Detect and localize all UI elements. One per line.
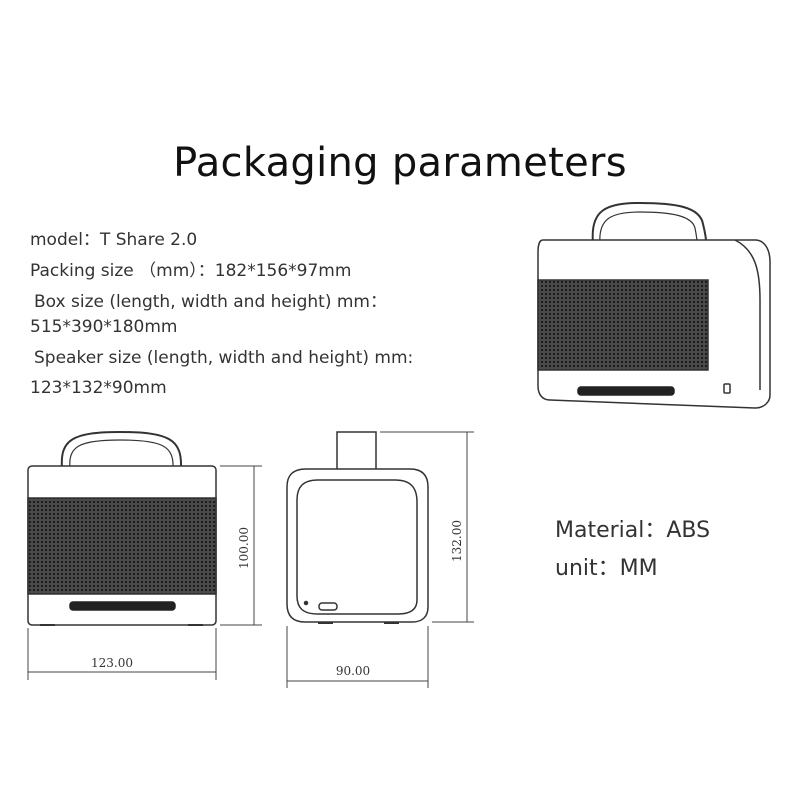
spec-box-size-label: Box size (length, width and height) mm： (34, 292, 387, 312)
front-dimension-lines (27, 465, 262, 680)
speaker-perspective-view (537, 201, 771, 409)
spec-speaker-size-label: Speaker size (length, width and height) … (34, 348, 414, 368)
side-width-dimension: 90.00 (336, 664, 370, 678)
spec-speaker-size-value: 123*132*90mm (30, 378, 167, 398)
page-title: Packaging parameters (173, 140, 627, 186)
speaker-front-view (27, 430, 217, 626)
front-height-dimension: 100.00 (237, 527, 251, 569)
spec-box-size-value: 515*390*180mm (30, 317, 178, 337)
material-label: Material：ABS (555, 518, 711, 543)
unit-label: unit：MM (555, 556, 658, 581)
speaker-side-view (286, 431, 429, 624)
side-dimension-lines (286, 431, 474, 688)
side-height-dimension: 132.00 (450, 520, 464, 562)
spec-model: model：T Share 2.0 (30, 230, 198, 250)
spec-packing-size: Packing size （mm）：182*156*97mm (30, 261, 352, 281)
front-width-dimension: 123.00 (91, 656, 133, 670)
